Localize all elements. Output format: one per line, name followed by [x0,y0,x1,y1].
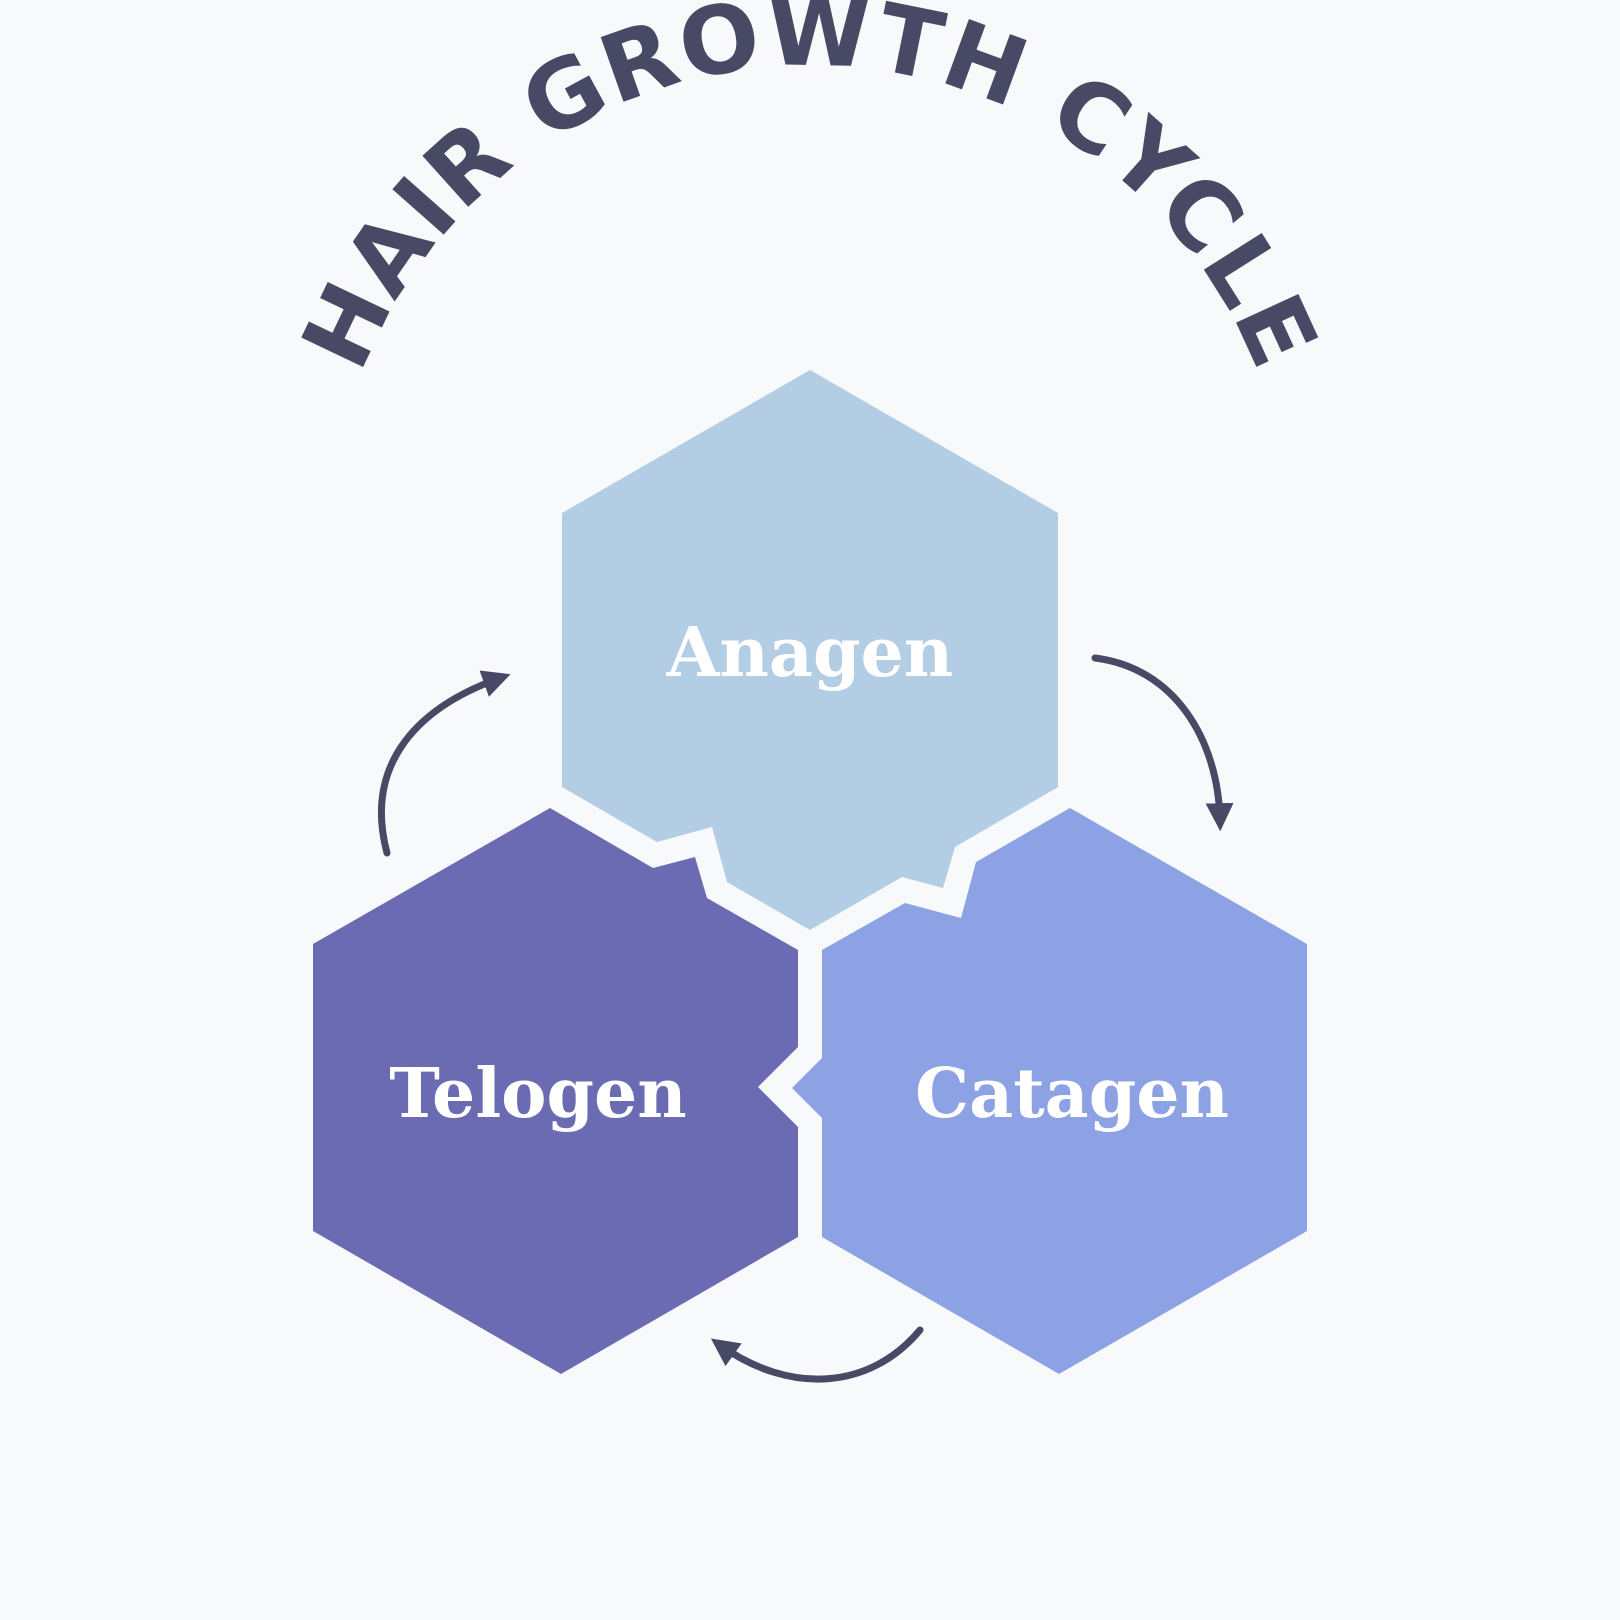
anagen-label: Anagen [666,613,954,693]
anagen-hexagon [562,370,1058,930]
telogen-hexagon [313,808,798,1374]
arrow-anagen-to-catagen [1091,654,1234,832]
telogen-label: Telogen [389,1054,687,1134]
arrow-telogen-to-anagen [377,670,511,857]
catagen-label: Catagen [915,1054,1229,1134]
catagen-hexagon [792,808,1307,1374]
anagen-phase: Anagen [562,370,1058,930]
telogen-phase: Telogen [313,808,798,1374]
arrow-catagen-to-telogen [710,1326,924,1383]
diagram-title: HAIR GROWTH CYCLE [282,0,1338,385]
diagram-title-path: HAIR GROWTH CYCLE [282,0,1336,385]
catagen-phase: Catagen [792,808,1307,1374]
